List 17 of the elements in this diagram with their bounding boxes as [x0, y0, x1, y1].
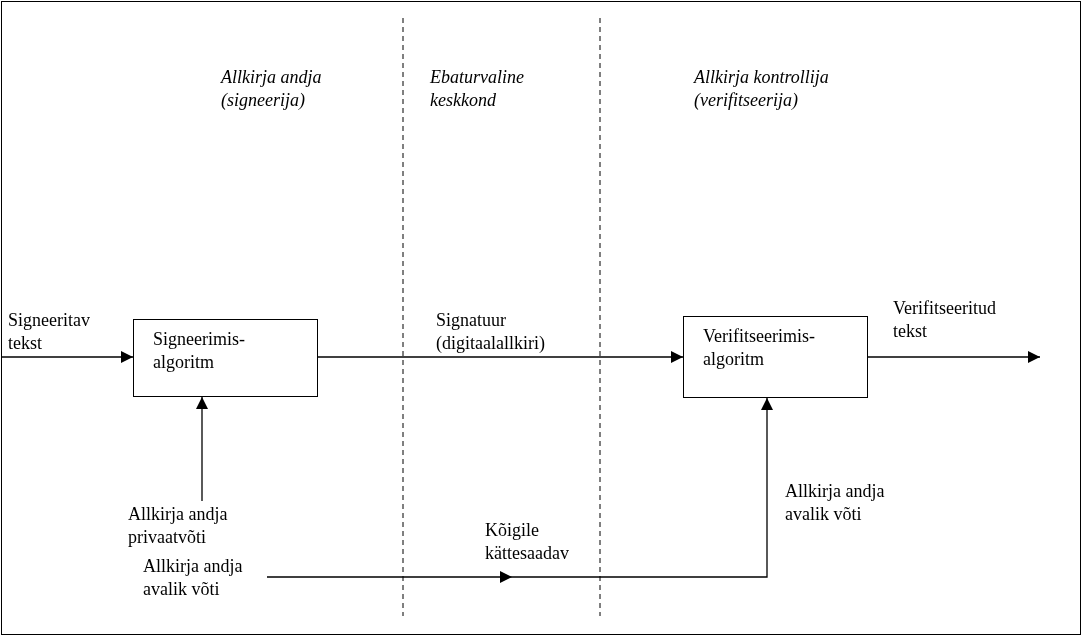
- input-text: Allkirja andja privaatvõti: [128, 503, 278, 551]
- column-heading: Allkirja andja (signeerija): [221, 66, 323, 112]
- edge-label: Verifitseeritud tekst: [893, 297, 997, 343]
- arrow: [867, 351, 1041, 363]
- edge-label: Signeeritav tekst: [8, 309, 91, 355]
- arrow: [266, 397, 773, 583]
- process-box: Signeerimis-algoritm: [133, 319, 318, 397]
- process-box: Verifitseerimis-algoritm: [683, 316, 868, 398]
- edge-label: Kõigile kättesaadav: [485, 519, 570, 565]
- arrow: [196, 396, 208, 502]
- column-heading: Ebaturvaline keskkond: [430, 66, 525, 112]
- column-heading: Allkirja kontrollija (verifitseerija): [694, 66, 830, 112]
- arrow: [317, 351, 684, 363]
- key-label: Allkirja andja avalik võti: [785, 480, 886, 526]
- edge-label: Signatuur (digitaalallkiri): [436, 309, 546, 355]
- arrow: [1, 351, 134, 363]
- input-text: Allkirja andja avalik võti: [143, 555, 265, 603]
